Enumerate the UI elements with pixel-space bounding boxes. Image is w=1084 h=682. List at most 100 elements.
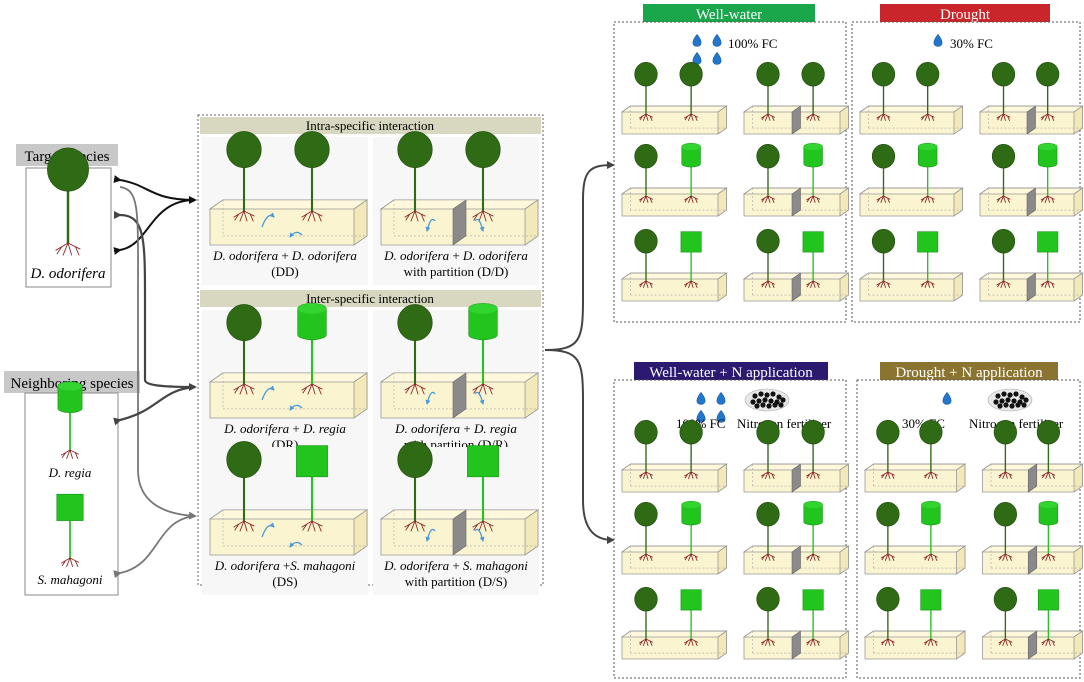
mini-plant-left bbox=[991, 229, 1016, 288]
treatment-title: Well-water + N application bbox=[649, 365, 813, 381]
mini-plant-right bbox=[918, 143, 938, 203]
treatment-title: Drought bbox=[940, 7, 991, 23]
partition-wall bbox=[452, 199, 467, 246]
panel-caption-line1: D. odorifera + D. odorifera bbox=[383, 248, 528, 263]
mini-plant-right bbox=[801, 61, 825, 121]
mini-plant-left bbox=[991, 144, 1016, 203]
mini-plant-right bbox=[681, 500, 701, 561]
mini-plant-right bbox=[680, 231, 702, 288]
mini-plant-right bbox=[680, 589, 702, 646]
partition-wall bbox=[791, 630, 801, 660]
panel-caption-line1: D. odorifera + D. regia bbox=[394, 421, 517, 436]
d-mahagoni-plant bbox=[56, 493, 84, 567]
target-species-group: Target species D. odorifera bbox=[16, 144, 118, 288]
mini-soil-box bbox=[981, 463, 1084, 493]
plant-right bbox=[294, 131, 330, 222]
partition-wall bbox=[1027, 545, 1038, 575]
mini-plant-right bbox=[917, 231, 939, 288]
mini-plant-right bbox=[921, 500, 941, 561]
treatment-header-bg bbox=[880, 4, 1050, 24]
panel-caption-line2: (DD) bbox=[271, 264, 298, 279]
mini-plant-right bbox=[803, 500, 823, 561]
mini-soil-box bbox=[981, 630, 1084, 660]
mini-plant-left bbox=[634, 144, 658, 203]
mini-soil-box bbox=[981, 545, 1084, 575]
mini-plant-left bbox=[634, 229, 658, 288]
mini-soil-box bbox=[620, 545, 728, 575]
mini-plant-right bbox=[1036, 61, 1060, 121]
plant-left bbox=[397, 441, 433, 532]
mini-plant-left bbox=[871, 61, 896, 121]
treatment-title: Well-water bbox=[696, 7, 762, 23]
mini-plant-left bbox=[871, 144, 896, 203]
mini-plant-left bbox=[756, 144, 780, 203]
panel-caption-line2: (DS) bbox=[272, 574, 297, 589]
water-drop-icon bbox=[942, 391, 952, 405]
mini-plant-right bbox=[1037, 231, 1059, 288]
mini-soil-box bbox=[620, 463, 728, 493]
soil-box bbox=[208, 509, 369, 556]
mini-plant-right bbox=[1036, 420, 1060, 479]
plant-right bbox=[467, 445, 499, 532]
mini-plant-right bbox=[681, 143, 701, 203]
intra-header: Intra-specific interaction bbox=[306, 118, 435, 133]
panel-caption-line2: with partition (D/D) bbox=[404, 264, 509, 279]
interaction-subpanel: D. odorifera +S. mahagoni(DS) bbox=[202, 441, 369, 595]
target-tree-icon bbox=[47, 147, 89, 256]
partition-wall bbox=[452, 509, 467, 556]
mini-soil-box bbox=[742, 105, 850, 135]
water-drop-icon bbox=[712, 33, 722, 47]
partition-wall bbox=[791, 272, 801, 302]
mini-plant-left bbox=[756, 61, 780, 121]
nitrogen-fertilizer-icon bbox=[987, 388, 1033, 412]
mini-plant-right bbox=[1037, 589, 1059, 646]
plant-right bbox=[296, 445, 328, 532]
inter-header: Inter-specific interaction bbox=[306, 291, 434, 306]
mini-soil-box bbox=[978, 187, 1084, 217]
mini-soil-box bbox=[742, 630, 850, 660]
d-regia-plant bbox=[57, 381, 83, 459]
water-drop-icon bbox=[712, 51, 722, 65]
mini-plant-left bbox=[756, 586, 780, 646]
d-regia-icon bbox=[57, 381, 83, 459]
mini-soil-box bbox=[620, 105, 728, 135]
plant-left bbox=[226, 304, 262, 395]
partition-wall bbox=[791, 105, 801, 135]
mini-soil-box bbox=[742, 545, 850, 575]
partition-wall bbox=[1026, 272, 1036, 302]
connector-arrows bbox=[113, 161, 615, 579]
mini-plant-right bbox=[920, 589, 942, 646]
panel-caption-line1: D. odorifera + S. mahagoni bbox=[383, 558, 528, 573]
water-drop-icon bbox=[933, 33, 943, 47]
mini-plant-left bbox=[756, 229, 780, 288]
partition-wall bbox=[1026, 105, 1036, 135]
mini-plant-left bbox=[634, 586, 658, 646]
interaction-panel: Intra-specific interaction Inter-specifi… bbox=[197, 114, 544, 595]
partition-wall bbox=[1027, 630, 1038, 660]
mini-plant-right bbox=[802, 589, 824, 646]
inter-header-bg bbox=[200, 290, 541, 307]
plant-left bbox=[226, 131, 262, 222]
mini-soil-box bbox=[742, 187, 850, 217]
mini-plant-left bbox=[634, 61, 658, 121]
interaction-subpanel: D. odorifera + D. odorifera(DD) bbox=[202, 131, 369, 285]
mini-soil-box bbox=[620, 187, 728, 217]
treatment-header-bg bbox=[880, 362, 1058, 382]
mini-soil-box bbox=[863, 630, 967, 660]
partition-wall bbox=[791, 187, 801, 217]
panel-caption-line1: D. odorifera + D. odorifera bbox=[212, 248, 357, 263]
treatment-header-bg bbox=[643, 4, 815, 24]
mini-soil-box bbox=[742, 272, 850, 302]
nitrogen-fertilizer-icon bbox=[744, 388, 790, 412]
mini-plant-left bbox=[993, 586, 1017, 646]
mini-plant-left bbox=[876, 502, 900, 561]
plant-left bbox=[226, 441, 262, 532]
treatment-header-bg bbox=[634, 362, 828, 382]
mini-soil-box bbox=[978, 272, 1084, 302]
